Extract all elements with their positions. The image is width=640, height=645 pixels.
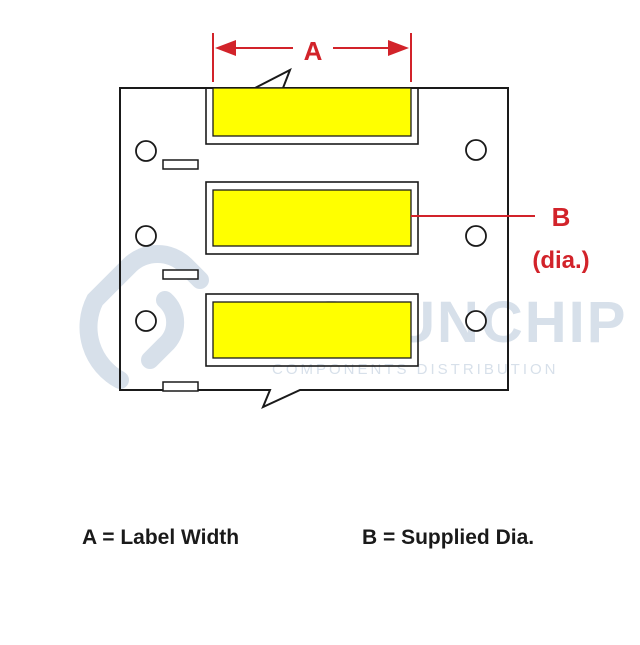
- legend-supplied-diameter: B = Supplied Dia.: [362, 526, 535, 549]
- slot-1: [162, 159, 199, 170]
- legend-label-width: A = Label Width: [82, 526, 240, 549]
- sprocket-hole-left-3: [135, 310, 157, 332]
- sprocket-hole-left-2: [135, 225, 157, 247]
- arrow-left-icon: [215, 40, 236, 56]
- arrow-right-icon: [388, 40, 409, 56]
- dimension-b-label: B: [552, 202, 571, 232]
- sprocket-hole-right-3: [465, 310, 487, 332]
- watermark-logo-icon: [79, 245, 209, 389]
- label-sleeve-top: [205, 87, 419, 145]
- dimension-a-label: A: [304, 36, 323, 66]
- label-sleeve-bottom: [205, 293, 419, 367]
- slot-2: [162, 269, 199, 280]
- carrier-liner-outline: [119, 67, 509, 409]
- dimension-a: A: [212, 33, 412, 82]
- label-sleeve-middle: [205, 181, 419, 255]
- slot-3: [162, 381, 199, 392]
- sprocket-hole-right-1: [465, 139, 487, 161]
- dimension-b-qualifier: (dia.): [532, 247, 589, 274]
- sprocket-hole-right-2: [465, 225, 487, 247]
- watermark-tagline: COMPONENTS DISTRIBUTION: [272, 361, 559, 378]
- dimension-b: B (dia.): [411, 202, 590, 274]
- sprocket-hole-left-1: [135, 140, 157, 162]
